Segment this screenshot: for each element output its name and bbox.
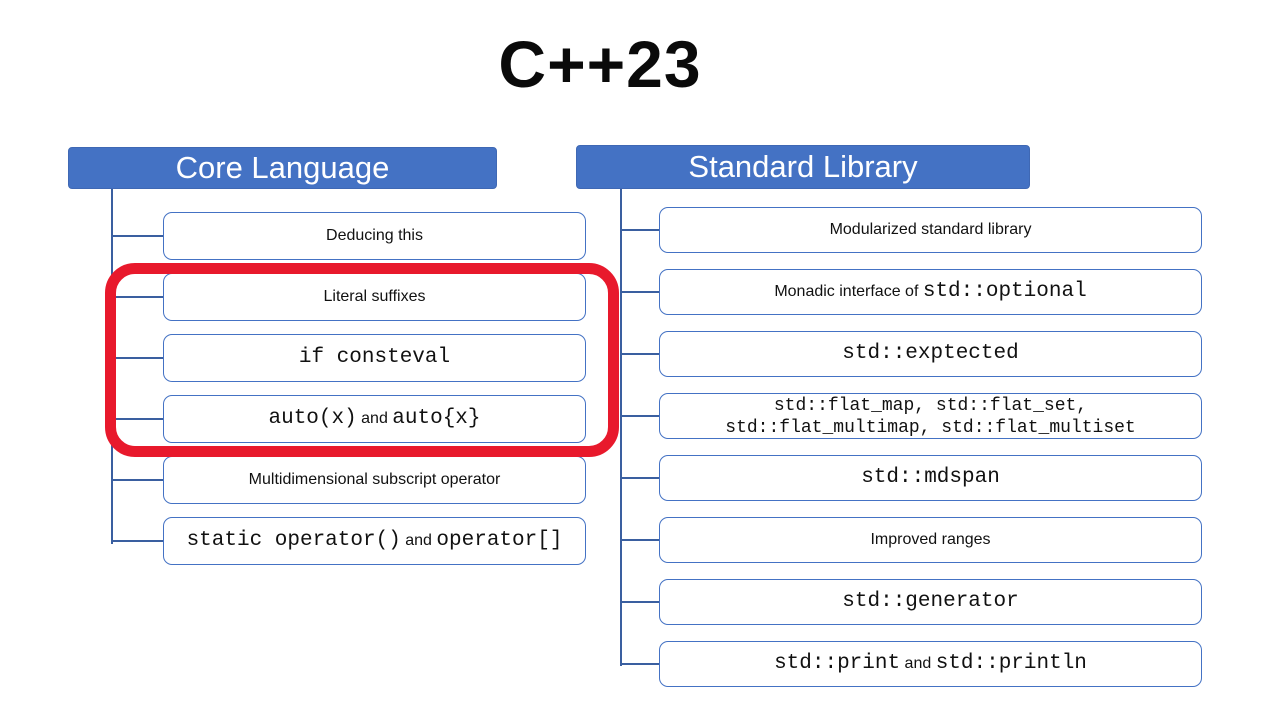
code-text: std::flat_multimap, std::flat_multiset	[725, 417, 1136, 438]
code-text: auto{x}	[392, 406, 481, 430]
connector-branch	[111, 418, 163, 420]
plain-text: Improved ranges	[870, 530, 991, 548]
feature-row: std::flat_map, std::flat_set,std::flat_m…	[620, 393, 1202, 439]
feature-box: static operator() and operator[]	[163, 517, 586, 565]
connector-branch	[111, 357, 163, 359]
feature-row: auto(x) and auto{x}	[111, 395, 586, 443]
feature-row: std::print and std::println	[620, 641, 1202, 687]
connector-branch	[620, 663, 659, 665]
connector-branch	[620, 415, 659, 417]
code-text: static operator()	[186, 528, 401, 552]
feature-box: Multidimensional subscript operator	[163, 456, 586, 504]
code-text: std::mdspan	[861, 465, 1000, 489]
plain-text: Literal suffixes	[323, 287, 426, 305]
connector-branch	[111, 235, 163, 237]
code-text: if consteval	[298, 345, 451, 369]
code-text: std::println	[935, 651, 1087, 675]
connector-branch	[620, 539, 659, 541]
feature-row: Literal suffixes	[111, 273, 586, 321]
feature-box: if consteval	[163, 334, 586, 382]
code-text: std::optional	[922, 279, 1087, 303]
feature-row: if consteval	[111, 334, 586, 382]
feature-box: Literal suffixes	[163, 273, 586, 321]
feature-box: std::print and std::println	[659, 641, 1202, 687]
feature-row: Monadic interface of std::optional	[620, 269, 1202, 315]
feature-box: Improved ranges	[659, 517, 1202, 563]
standard-library-header: Standard Library	[576, 145, 1030, 189]
code-text: std::flat_map, std::flat_set,	[773, 396, 1088, 416]
feature-box: Monadic interface of std::optional	[659, 269, 1202, 315]
plain-text: Modularized standard library	[829, 220, 1032, 238]
feature-row: Modularized standard library	[620, 207, 1202, 253]
feature-box: Deducing this	[163, 212, 586, 260]
plain-text: and	[356, 409, 393, 427]
plain-text: Monadic interface of	[774, 282, 923, 300]
feature-box: auto(x) and auto{x}	[163, 395, 586, 443]
feature-row: Multidimensional subscript operator	[111, 456, 586, 504]
code-text: auto(x)	[268, 406, 357, 430]
feature-box: Modularized standard library	[659, 207, 1202, 253]
connector-branch	[620, 601, 659, 603]
feature-row: std::exptected	[620, 331, 1202, 377]
connector-branch	[620, 291, 659, 293]
feature-box: std::flat_map, std::flat_set,std::flat_m…	[659, 393, 1202, 439]
core-language-header: Core Language	[68, 147, 497, 189]
connector-branch	[111, 479, 163, 481]
plain-text: Multidimensional subscript operator	[248, 470, 501, 488]
connector-branch	[620, 477, 659, 479]
std-connector-trunk	[620, 189, 622, 666]
code-text: operator[]	[436, 528, 563, 552]
feature-box: std::generator	[659, 579, 1202, 625]
feature-box: std::exptected	[659, 331, 1202, 377]
feature-row: static operator() and operator[]	[111, 517, 586, 565]
feature-row: Deducing this	[111, 212, 586, 260]
code-text: std::exptected	[842, 341, 1019, 365]
connector-branch	[111, 296, 163, 298]
feature-row: Improved ranges	[620, 517, 1202, 563]
code-text: std::generator	[842, 589, 1019, 613]
plain-text: Deducing this	[326, 226, 423, 244]
connector-branch	[620, 229, 659, 231]
connector-branch	[620, 353, 659, 355]
plain-text: and	[400, 531, 437, 549]
feature-row: std::mdspan	[620, 455, 1202, 501]
code-text: std::print	[774, 651, 901, 675]
connector-branch	[111, 540, 163, 542]
plain-text: and	[900, 654, 936, 672]
feature-box: std::mdspan	[659, 455, 1202, 501]
slide-title: C++23	[498, 27, 702, 101]
feature-row: std::generator	[620, 579, 1202, 625]
